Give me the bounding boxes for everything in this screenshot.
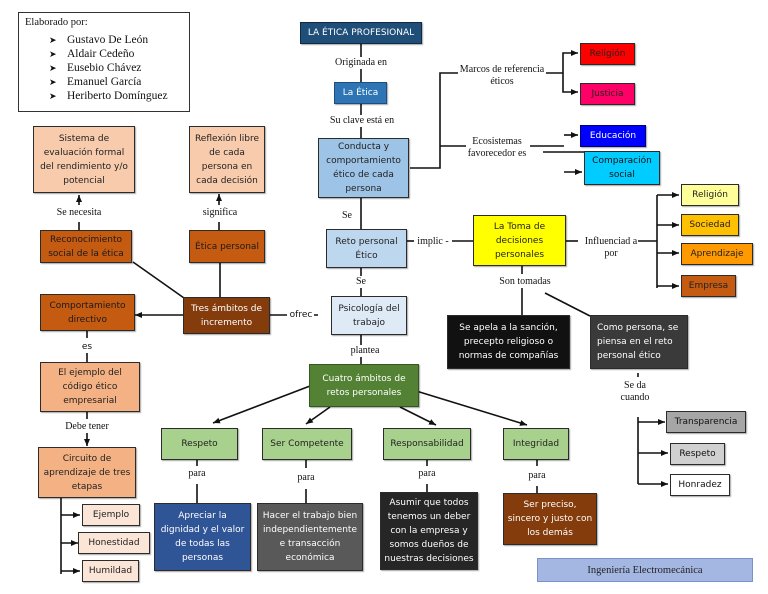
node-honestidad: Honestidad: [78, 532, 150, 554]
link-label-ecosistemas: Ecosistemas favorecedor es: [466, 136, 528, 160]
node-circuito: Circuito de aprendizaje de tres etapas: [38, 447, 136, 498]
node-toma-decisiones: La Toma de decisiones personales: [473, 215, 566, 266]
link-label-se-necesita: Se necesita: [50, 207, 108, 219]
link-label-influenciada: Influenciad a por: [584, 236, 638, 260]
author-item: ➤Gustavo De León: [49, 34, 149, 46]
arrow-bullet-icon: ➤: [49, 91, 57, 101]
link-label-son-tomadas: Son tomadas: [495, 276, 555, 288]
link-label-se-1: Se: [337, 210, 357, 222]
node-ser-competente: Ser Competente: [262, 428, 352, 460]
link-label-para-1: para: [185, 468, 209, 480]
node-cuatro-ambitos: Cuatro ámbitos de retos personales: [309, 364, 419, 407]
node-religion-marco: Religión: [580, 43, 635, 65]
node-aprendizaje: Aprendizaje: [681, 243, 753, 265]
node-religion-influencia: Religión: [681, 184, 739, 206]
link-label-se-2: Se: [351, 276, 371, 288]
link-tres-reconocimiento: [132, 261, 185, 299]
link-label-plantea: plantea: [345, 345, 385, 357]
authors-list: ➤Gustavo De León ➤Aldair Cedeño ➤Eusebio…: [25, 33, 183, 103]
node-justicia: Justicia: [580, 83, 635, 105]
link-label-implic: implic -: [415, 236, 451, 248]
node-reto-personal: Reto personal Ético: [326, 229, 407, 268]
node-sistema-evaluacion: Sistema de evaluación formal del rendimi…: [33, 126, 135, 193]
node-sancion: Se apela a la sanción, precepto religios…: [447, 315, 570, 369]
node-etica-profesional: LA ÉTICA PROFESIONAL: [300, 22, 422, 44]
link-cuatro-responsabilidad: [399, 406, 437, 426]
node-comportamiento-directivo: Comportamiento directivo: [40, 294, 135, 331]
node-respeto: Respeto: [161, 428, 238, 460]
node-transparencia: Transparencia: [666, 411, 746, 433]
node-apreciar: Apreciar la dignidad y el valor de todas…: [154, 503, 251, 571]
link-marcos-justicia: [562, 73, 578, 95]
node-educacion: Educación: [580, 125, 646, 147]
node-psicologia: Psicología del trabajo: [331, 296, 407, 335]
node-ejemplo-codigo: El ejemplo del código ético empresarial: [40, 362, 140, 412]
link-marcos-religion: [562, 50, 578, 73]
arrow-bullet-icon: ➤: [49, 35, 57, 45]
arrow-bullet-icon: ➤: [49, 49, 57, 59]
link-label-ofrec: ofrec: [288, 309, 314, 321]
link-label-su-clave: Su clave está en: [324, 115, 400, 127]
link-conducta-bracket: [410, 72, 458, 169]
node-sociedad: Sociedad: [681, 214, 739, 236]
link-label-se-da-cuando: Se da cuando: [615, 380, 655, 404]
footer-label: Ingeniería Electromecánica: [537, 558, 753, 582]
node-tres-ambitos: Tres ámbitos de incremento: [183, 297, 270, 334]
link-label-para-3: para: [415, 468, 439, 480]
node-asumir: Asumir que todos tenemos un deber con la…: [380, 492, 478, 570]
link-label-es: es: [78, 341, 96, 353]
node-comparacion-social: Comparación social: [584, 151, 660, 185]
node-la-etica: La Ética: [334, 82, 387, 104]
node-respeto-gris: Respeto: [670, 443, 725, 465]
author-item: ➤Emanuel García: [49, 76, 142, 88]
node-integridad: Integridad: [503, 428, 569, 460]
link-cuatro-respeto: [212, 385, 311, 424]
arrow-bullet-icon: ➤: [49, 77, 57, 87]
node-honradez: Honradez: [670, 474, 730, 496]
node-reconocimiento: Reconocimiento social de la ética: [40, 230, 132, 263]
arrow-bullet-icon: ➤: [49, 63, 57, 73]
author-item: ➤Heriberto Domínguez: [49, 90, 168, 102]
node-etica-personal: Ética personal: [189, 230, 265, 263]
node-reflexion: Reflexión libre de cada persona en cada …: [189, 126, 265, 193]
link-label-para-4: para: [525, 470, 549, 482]
authors-heading: Elaborado por:: [25, 17, 88, 28]
node-ejemplo: Ejemplo: [82, 504, 140, 526]
node-conducta: Conducta y comportamiento ético de cada …: [318, 138, 409, 198]
link-label-para-2: para: [294, 472, 318, 484]
node-empresa: Empresa: [681, 275, 736, 297]
node-humildad: Humildad: [82, 560, 139, 582]
author-item: ➤Aldair Cedeño: [49, 48, 135, 60]
link-label-originada-en: Originada en: [330, 57, 392, 69]
link-cuatro-competente: [305, 406, 331, 425]
link-cuatro-integridad: [412, 389, 528, 426]
author-item: ➤Eusebio Chávez: [49, 62, 142, 74]
node-como-persona: Como persona, se piensa en el reto perso…: [590, 315, 688, 369]
authors-panel: Elaborado por: ➤Gustavo De León ➤Aldair …: [18, 12, 190, 112]
node-ser-preciso: Ser preciso, sincero y justo con los dem…: [503, 493, 597, 545]
node-responsabilidad: Responsabilidad: [383, 428, 471, 460]
link-toma-persona: [544, 292, 591, 317]
link-label-debe-tener: Debe tener: [60, 421, 114, 433]
node-hacer-trabajo: Hacer el trabajo bien independientemente…: [257, 503, 363, 571]
link-label-significa: significa: [198, 207, 242, 219]
link-label-marcos: Marcos de referencia éticos: [458, 64, 546, 88]
